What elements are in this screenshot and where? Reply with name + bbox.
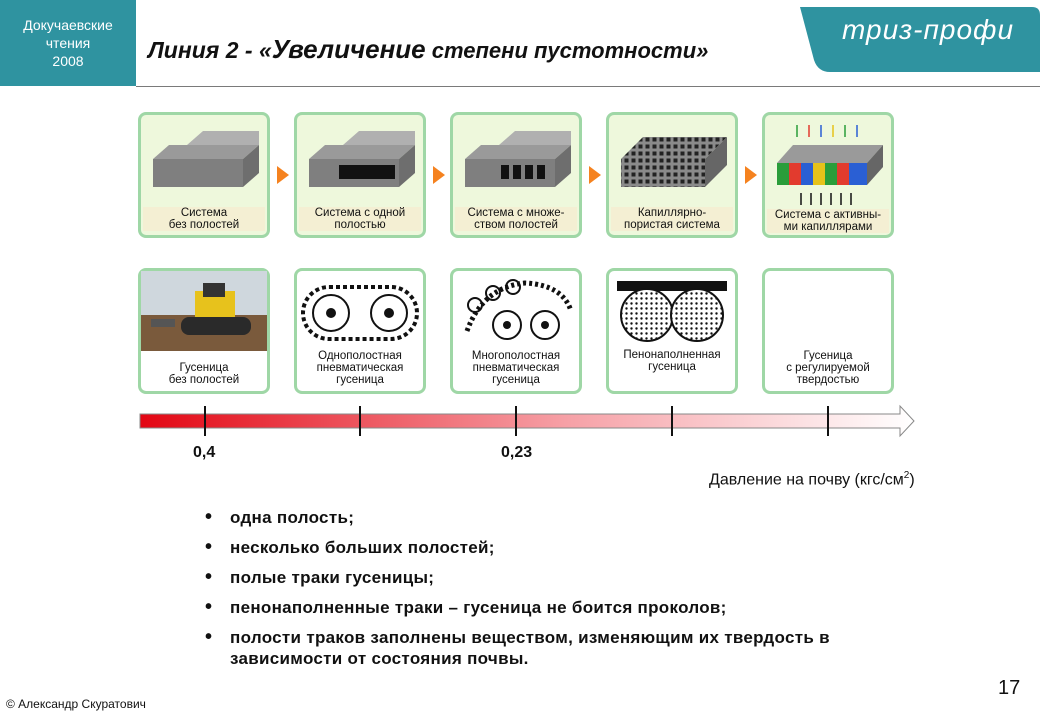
system-label: Капиллярно- пористая система (611, 207, 733, 231)
bullet-item: несколько больших полостей; (205, 537, 845, 558)
conference-badge: Докучаевские чтения 2008 (0, 0, 136, 86)
title-emphasis: Увеличение (271, 34, 426, 64)
system-card-capillary: Капиллярно- пористая система (606, 112, 738, 238)
example-label: Гусеница без полостей (143, 362, 265, 386)
tractor-photo (141, 271, 267, 351)
progress-arrow (745, 166, 757, 184)
example-card-adjustable-track: Гусеница с регулируемой твердостью (762, 268, 894, 394)
example-card-solid-track: Гусеница без полостей (138, 268, 270, 394)
one-cavity-block-diagram (309, 131, 415, 187)
progress-arrow (277, 166, 289, 184)
brand-logo-text: триз-профи (842, 14, 1015, 45)
page-number: 17 (998, 677, 1021, 699)
progress-arrow (433, 166, 445, 184)
example-label: Многополостная пневматическая гусеница (455, 350, 577, 386)
single-cavity-track-drawing (301, 285, 419, 341)
system-card-active-capillary: Система с активны- ми капиллярами (762, 112, 894, 238)
scale-value: 0,23 (501, 444, 533, 461)
example-card-multi-cavity-track: Многополостная пневматическая гусеница (450, 268, 582, 394)
bullet-item: пенонаполненные траки – гусеница не боит… (205, 597, 845, 618)
system-label: Система с одной полостью (299, 207, 421, 231)
system-card-one-cavity: Система с одной полостью (294, 112, 426, 238)
slide-title: Линия 2 - «Увеличение степени пустотност… (148, 34, 708, 65)
pressure-scale (139, 404, 915, 438)
bullet-item: полости траков заполнены веществом, изме… (205, 627, 845, 669)
brand-banner (800, 7, 1040, 72)
title-rest: степени пустотности» (425, 38, 709, 63)
solid-block-diagram (153, 131, 259, 187)
pressure-axis-label: Давление на почву (кгс/см2) (709, 470, 915, 489)
example-label: Однополостная пневматическая гусеница (299, 350, 421, 386)
progress-arrow (589, 166, 601, 184)
header-divider (136, 86, 1040, 87)
conference-line: 2008 (52, 53, 84, 69)
scale-value: 0,4 (193, 444, 216, 461)
example-label: Пенонаполненная гусеница (611, 349, 733, 373)
system-card-many-cavities: Система с множе- ством полостей (450, 112, 582, 238)
conference-line: чтения (45, 35, 91, 51)
bullet-item: полые траки гусеницы; (205, 567, 845, 588)
conference-line: Докучаевские (23, 17, 113, 33)
many-cavities-block-diagram (465, 131, 571, 187)
system-card-solid: Система без полостей (138, 112, 270, 238)
copyright-notice: © Александр Скуратович (6, 697, 146, 711)
bullet-list: одна полость; несколько больших полостей… (205, 507, 845, 678)
multi-cavity-track-drawing (464, 279, 574, 340)
example-card-single-cavity-track: Однополостная пневматическая гусеница (294, 268, 426, 394)
foam-track-drawing (617, 281, 727, 342)
bullet-item: одна полость; (205, 507, 845, 528)
system-label: Система с активны- ми капиллярами (767, 209, 889, 233)
system-label: Система без полостей (143, 207, 265, 231)
example-card-foam-track: Пенонаполненная гусеница (606, 268, 738, 394)
title-prefix: Линия 2 - « (148, 37, 272, 63)
capillary-block-diagram (621, 137, 727, 187)
active-capillary-block-diagram (777, 125, 883, 205)
example-label: Гусеница с регулируемой твердостью (767, 350, 889, 386)
system-label: Система с множе- ством полостей (455, 207, 577, 231)
